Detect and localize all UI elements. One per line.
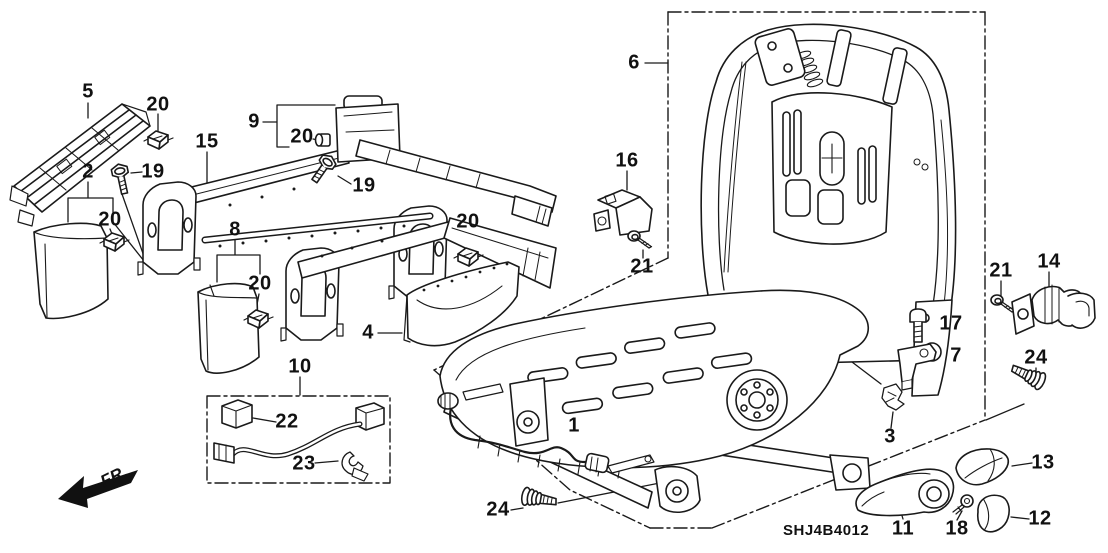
cap-12-art (976, 494, 1010, 533)
callout-part-1: 1 (568, 414, 580, 437)
callout-part-24-2: 24 (1024, 346, 1048, 369)
part-5-panel-art (9, 103, 151, 227)
callout-part-19-2: 19 (352, 174, 376, 197)
handle-11-art (855, 468, 955, 517)
bolt-17-art (909, 308, 927, 343)
screw-18-art (952, 494, 974, 515)
callout-part-8: 8 (229, 218, 241, 241)
callout-part-14: 14 (1037, 250, 1061, 273)
cover-13-art (955, 448, 1010, 486)
callout-part-12: 12 (1028, 507, 1052, 530)
part-4-panel-art (403, 261, 520, 347)
callout-part-15: 15 (195, 130, 219, 153)
part-1-cushion-frame-art (437, 289, 871, 513)
part-6-seatback-frame-art (700, 23, 957, 397)
callout-part-20-1: 20 (146, 93, 170, 116)
callout-part-16: 16 (615, 149, 639, 172)
callout-part-23: 23 (292, 452, 316, 475)
part-8-cover-art (197, 282, 260, 374)
callout-part-22: 22 (275, 410, 299, 433)
part-15-9-rails-art (137, 95, 557, 342)
callout-part-7: 7 (950, 344, 962, 367)
callout-part-24-1: 24 (486, 498, 510, 521)
part-10-harness-art (213, 399, 385, 482)
callout-part-20-2: 20 (98, 208, 122, 231)
callout-part-10: 10 (288, 355, 312, 378)
bracket-14-art (1011, 284, 1096, 335)
callout-part-21-1: 21 (630, 255, 654, 278)
callout-part-20-4: 20 (248, 272, 272, 295)
clip-3-art (881, 383, 905, 411)
bolt-24-a-art (519, 485, 559, 512)
screw-21-a-art (627, 230, 653, 249)
callout-part-5: 5 (82, 80, 94, 103)
nut-20-c-art (314, 133, 331, 147)
fr-direction-arrow (58, 470, 138, 508)
callout-part-2: 2 (82, 160, 94, 183)
callout-part-3: 3 (884, 425, 896, 448)
callout-part-20-5: 20 (456, 210, 480, 233)
part-2-cover-art (33, 222, 109, 320)
callout-part-17: 17 (939, 312, 963, 335)
callout-part-20-3: 20 (290, 125, 314, 148)
part-16-sensor-art (593, 189, 653, 236)
diagram-code: SHJ4B4012 (783, 522, 870, 539)
callout-part-4: 4 (362, 321, 374, 344)
callout-part-13: 13 (1031, 451, 1055, 474)
screw-21-b-art (990, 294, 1016, 313)
callout-part-11: 11 (891, 517, 915, 540)
clip-20-a-art (143, 130, 174, 150)
bolt-19-a-art (109, 161, 134, 196)
callout-part-6: 6 (628, 51, 640, 74)
callout-part-21-2: 21 (989, 259, 1013, 282)
callout-part-19-1: 19 (141, 160, 165, 183)
callout-part-18: 18 (945, 517, 969, 540)
bracket-7-art (897, 343, 937, 391)
callout-part-9: 9 (248, 110, 260, 133)
